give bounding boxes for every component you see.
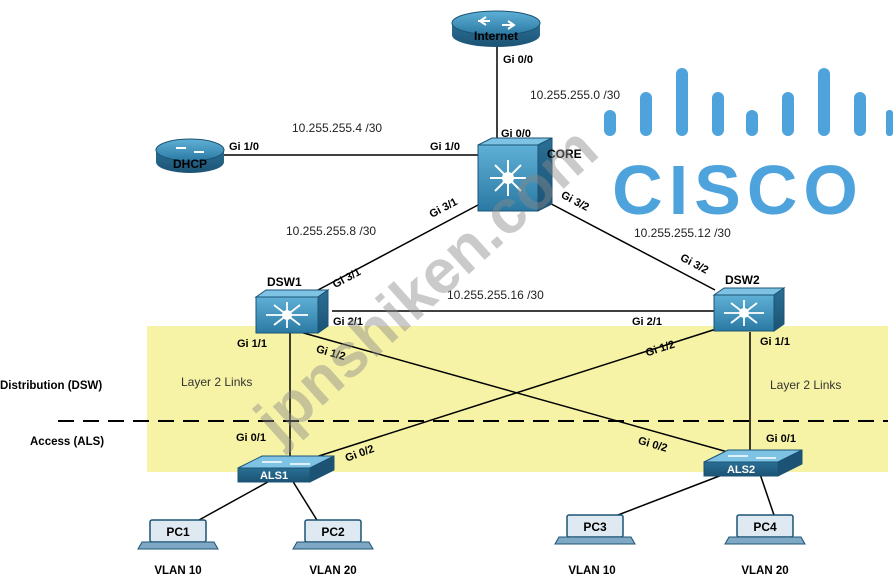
link-dsw1-als2 [299,331,743,457]
cisco-logo: CISCO [604,68,893,229]
vlan-pc1: VLAN 10 [154,565,201,577]
subnet-dsw1-dsw2: 10.255.255.16 /30 [447,288,544,302]
switch-als1[interactable]: ALS1 [237,455,335,483]
dsw2-label: DSW2 [725,273,760,287]
subnet-internet-core: 10.255.255.0 /30 [530,88,620,102]
switch-dsw2[interactable]: DSW2 [712,273,786,332]
vlan-labels: VLAN 10 VLAN 20 VLAN 10 VLAN 20 [154,565,788,577]
router-dhcp[interactable]: DHCP [155,138,225,173]
links [189,45,776,526]
link-dsw2-als1 [299,322,736,463]
iface-dsw1-gi31: Gi 3/1 [331,266,363,291]
vlan-pc2: VLAN 20 [309,565,356,577]
router-arrows-icon [176,147,204,153]
cisco-logo-text: CISCO [612,151,864,229]
switch-core[interactable]: CORE [477,137,582,212]
zone-labels: Distribution (DSW) Access (ALS) Layer 2 … [0,375,841,448]
iface-core-gi00: Gi 0/0 [501,128,531,140]
link-als2-pc4 [759,473,776,519]
pc4-label: PC4 [753,520,777,534]
layer2-links-right: Layer 2 Links [770,378,841,392]
iface-dsw2-gi21: Gi 2/1 [632,316,662,328]
iface-dsw1-gi21: Gi 2/1 [333,316,363,328]
pc4[interactable]: PC4 [724,514,806,545]
switch-arrows-icon [728,455,776,459]
pc1[interactable]: PC1 [137,519,219,550]
switch-dsw1[interactable]: DSW1 [254,275,330,334]
router-internet[interactable]: Internet [451,10,541,47]
layer2-zone [147,326,888,472]
dhcp-label: DHCP [173,157,207,171]
link-als1-pc2 [291,479,321,526]
pc2[interactable]: PC2 [292,519,374,550]
zone-distribution-label: Distribution (DSW) [0,380,102,392]
iface-als2-gi01: Gi 0/1 [766,433,796,445]
pc3[interactable]: PC3 [554,514,636,545]
link-core-dsw1 [317,204,479,291]
router-arrows-icon [478,16,516,30]
iface-core-gi10: Gi 1/0 [430,141,460,153]
iface-internet-gi00: Gi 0/0 [503,54,533,66]
dsw1-label: DSW1 [267,275,302,289]
subnet-dhcp-core: 10.255.255.4 /30 [292,121,382,135]
pc3-label: PC3 [583,520,607,534]
vlan-pc3: VLAN 10 [568,565,615,577]
link-als1-pc1 [189,477,276,526]
vlan-pc4: VLAN 20 [741,565,788,577]
internet-label: Internet [474,29,518,43]
subnet-core-dsw1: 10.255.255.8 /30 [286,224,376,238]
iface-dsw2-gi11: Gi 1/1 [760,336,790,348]
switch-arrows-icon [262,461,310,465]
link-als2-pc3 [604,469,736,521]
layer2-links-left: Layer 2 Links [181,375,252,389]
als1-label: ALS1 [260,470,288,482]
link-core-dsw2 [539,197,716,291]
pc2-label: PC2 [321,525,345,539]
zone-access-label: Access (ALS) [30,436,104,448]
switch-als2[interactable]: ALS2 [703,449,803,477]
pc1-label: PC1 [166,525,190,539]
iface-als1-gi01: Gi 0/1 [236,432,266,444]
als2-label: ALS2 [727,464,755,476]
iface-dsw1-gi11: Gi 1/1 [237,338,267,350]
subnet-labels: 10.255.255.0 /30 10.255.255.4 /30 10.255… [286,88,731,302]
core-label: CORE [547,147,582,161]
iface-dhcp-gi10: Gi 1/0 [229,141,259,153]
subnet-core-dsw2: 10.255.255.12 /30 [634,226,731,240]
